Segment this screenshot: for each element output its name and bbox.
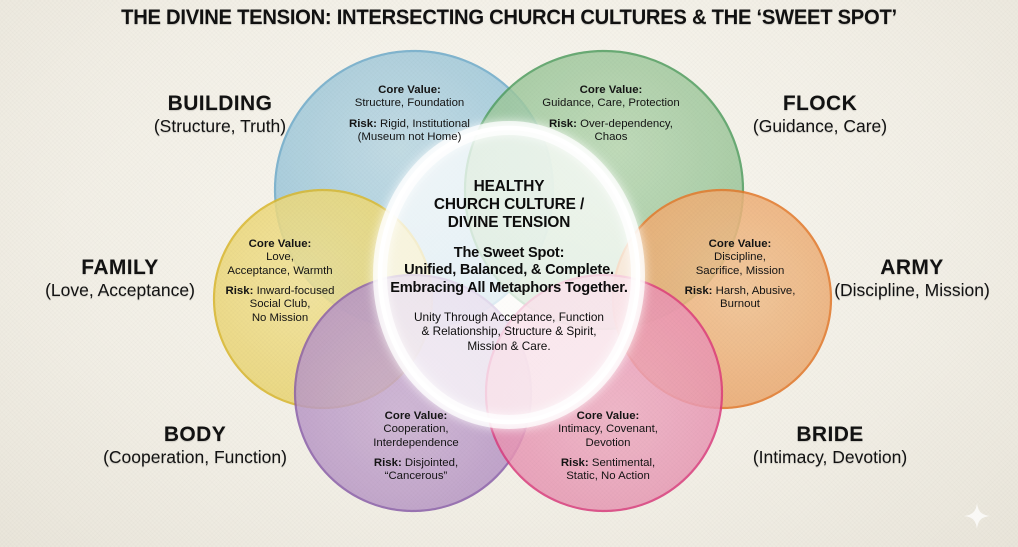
core-value-body-line1: Cooperation, — [383, 423, 449, 436]
core-value-family-line1: Love, — [266, 251, 294, 264]
outer-label-building: BUILDING (Structure, Truth) — [120, 92, 320, 136]
risk-family-line1: Inward-focused — [256, 285, 335, 298]
risk-label-army: Risk: — [684, 285, 713, 298]
risk-family-line2: Social Club, — [249, 298, 311, 311]
risk-flock-line2: Chaos — [594, 131, 628, 144]
core-value-label-body: Core Value: — [384, 410, 448, 422]
outer-label-army: ARMY (Discipline, Mission) — [812, 256, 1012, 300]
center-heading-line1: HEALTHY — [473, 178, 545, 195]
center-sweet-spot: The Sweet Spot: Unified, Balanced, & Com… — [383, 245, 635, 298]
outer-label-building-sub: (Structure, Truth) — [153, 115, 287, 136]
outer-label-body-sub: (Cooperation, Function) — [103, 446, 287, 467]
core-value-label-flock: Core Value: — [579, 84, 643, 96]
core-value-bride-line2: Devotion — [585, 436, 631, 449]
risk-flock-line1: Over-dependency, — [580, 117, 673, 130]
core-value-army-line2: Sacrifice, Mission — [695, 264, 785, 277]
sweet-line2: Unified, Balanced, & Complete. — [404, 262, 614, 279]
risk-label-bride: Risk: — [560, 457, 589, 470]
center-heading-line2: CHURCH CULTURE / — [433, 195, 585, 213]
core-value-army-line1: Discipline, — [714, 251, 766, 264]
risk-body-line1: Disjointed, — [404, 457, 459, 470]
outer-label-family-sub: (Love, Acceptance) — [45, 279, 195, 300]
outer-label-bride-title: BRIDE — [796, 423, 864, 446]
core-value-family-line2: Acceptance, Warmth — [227, 264, 333, 277]
core-value-label-bride: Core Value: — [576, 410, 640, 422]
core-value-label-family: Core Value: — [248, 238, 312, 250]
outer-label-bride-sub: (Intimacy, Devotion) — [752, 446, 908, 467]
risk-bride-line2: Static, No Action — [566, 470, 650, 483]
sparkle-icon — [964, 503, 990, 529]
risk-building-line2: (Museum not Home) — [357, 131, 462, 144]
outer-label-flock-title: FLOCK — [782, 92, 858, 115]
outer-label-army-sub: (Discipline, Mission) — [834, 279, 990, 300]
center-sub-line3: Mission & Care. — [467, 338, 551, 353]
outer-label-flock: FLOCK (Guidance, Care) — [720, 92, 920, 136]
sweet-spot-text: HEALTHY CHURCH CULTURE / DIVINE TENSION … — [383, 178, 635, 353]
sweet-line1: The Sweet Spot: — [453, 244, 565, 261]
sweet-line3: Embracing All Metaphors Together. — [390, 279, 628, 296]
circle-text-army: Core Value: Discipline, Sacrifice, Missi… — [654, 238, 826, 312]
page-title: THE DIVINE TENSION: INTERSECTING CHURCH … — [121, 5, 897, 29]
risk-army-line2: Burnout — [720, 298, 760, 311]
core-value-body-line2: Interdependence — [373, 436, 459, 449]
circle-text-flock: Core Value: Guidance, Care, Protection R… — [516, 84, 706, 144]
outer-label-body: BODY (Cooperation, Function) — [75, 423, 315, 467]
core-value-label-army: Core Value: — [708, 238, 772, 250]
core-value-flock: Guidance, Care, Protection — [542, 97, 680, 110]
circle-text-body: Core Value: Cooperation, Interdependence… — [328, 410, 504, 484]
center-heading: HEALTHY CHURCH CULTURE / DIVINE TENSION — [383, 178, 635, 232]
risk-family-line3: No Mission — [251, 311, 309, 324]
outer-label-bride: BRIDE (Intimacy, Devotion) — [710, 423, 950, 467]
circle-text-bride: Core Value: Intimacy, Covenant, Devotion… — [518, 410, 698, 484]
core-value-building: Structure, Foundation — [354, 97, 465, 110]
outer-label-army-title: ARMY — [880, 256, 944, 279]
center-sub-line1: Unity Through Acceptance, Function — [414, 310, 604, 325]
center-heading-line3: DIVINE TENSION — [447, 213, 571, 231]
outer-label-body-title: BODY — [163, 423, 227, 446]
risk-label-flock: Risk: — [549, 117, 577, 130]
center-subtext: Unity Through Acceptance, Function & Rel… — [383, 310, 635, 353]
core-value-bride-line1: Intimacy, Covenant, — [558, 423, 658, 436]
outer-label-building-title: BUILDING — [167, 92, 273, 115]
risk-body-line2: “Cancerous” — [384, 470, 448, 483]
circle-text-building: Core Value: Structure, Foundation Risk: … — [322, 84, 497, 144]
risk-bride-line1: Sentimental, — [591, 457, 656, 470]
risk-army-line1: Harsh, Abusive, — [715, 285, 796, 298]
sweet-spot-highlight-ring — [377, 125, 641, 425]
risk-label-building: Risk: — [349, 117, 377, 130]
risk-building-line1: Rigid, Institutional — [380, 117, 470, 130]
circle-text-family: Core Value: Love, Acceptance, Warmth Ris… — [196, 238, 364, 325]
outer-label-flock-sub: (Guidance, Care) — [752, 115, 888, 136]
risk-label-body: Risk: — [373, 457, 402, 470]
center-sub-line2: & Relationship, Structure & Spirit, — [421, 324, 597, 339]
risk-label-family: Risk: — [225, 285, 254, 298]
outer-label-family-title: FAMILY — [81, 256, 159, 279]
core-value-label-building: Core Value: — [378, 84, 441, 96]
outer-label-family: FAMILY (Love, Acceptance) — [25, 256, 215, 300]
